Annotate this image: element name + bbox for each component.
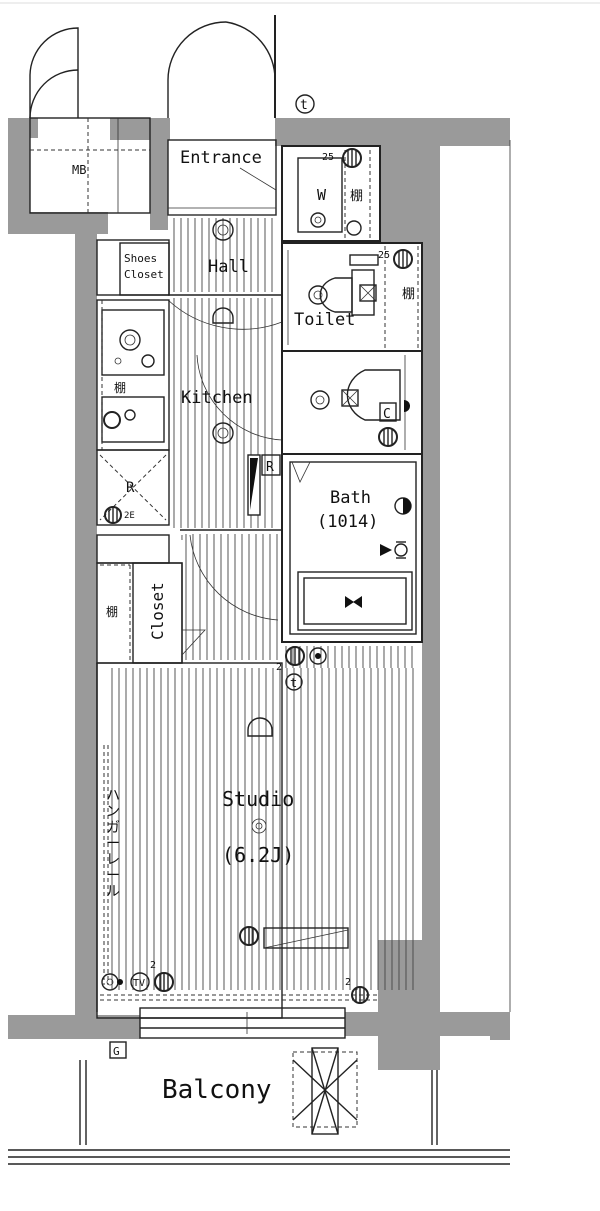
fridge-outlet-icon <box>104 506 122 524</box>
fridge-space-label: R <box>126 480 135 496</box>
num-2-c: 2 <box>345 977 351 988</box>
hanger-rail-char: レ <box>106 852 120 868</box>
kitchen-faucet-icon <box>103 411 121 429</box>
hall-light-icon <box>212 219 234 241</box>
shelf-toilet-label: 棚 <box>402 287 415 302</box>
evacuation-hatch-icon <box>292 1047 358 1135</box>
fridge-r-label: R <box>266 460 274 475</box>
studio-label: Studio <box>222 787 294 811</box>
shelf-kitchen-label: 棚 <box>114 380 126 395</box>
kitchen-light-icon <box>212 422 234 444</box>
toilet-outlet-icon <box>393 249 413 269</box>
studio-ceiling-light-icon <box>247 717 273 737</box>
entrance-label: Entrance <box>180 148 262 168</box>
fridge-box-icon <box>261 454 281 476</box>
shower-icon <box>380 541 408 559</box>
tv-outlet-group <box>101 972 174 992</box>
bath-label: Bath <box>330 488 371 508</box>
washer-label: W <box>317 186 327 204</box>
closet-label: Closet <box>148 582 167 640</box>
shoes-closet-label-1: Shoes <box>124 252 157 265</box>
t-studio-label: t <box>290 676 297 690</box>
hanger-rail-char: ー <box>106 868 120 884</box>
window <box>139 1007 346 1039</box>
walls <box>8 118 510 1070</box>
bath-size-label: (1014) <box>317 512 378 532</box>
faucet-icon <box>342 148 362 168</box>
t-marker-icon <box>295 94 315 114</box>
mb-doors <box>29 15 276 214</box>
studio-outlet-icon <box>285 646 305 666</box>
mb-label: MB <box>72 163 86 177</box>
c-box-icon <box>379 402 397 422</box>
num-2e: 2E <box>124 511 135 521</box>
g-box-label: G <box>113 1045 120 1058</box>
num-25-a: 25 <box>322 152 334 163</box>
shelf-wash-label: 棚 <box>350 189 363 204</box>
c-box-label: C <box>383 407 391 422</box>
num-25-b: 25 <box>378 250 390 261</box>
num-2-b: 2 <box>150 960 156 971</box>
basin-outlet-icon <box>378 427 398 447</box>
g-box-icon <box>109 1041 127 1059</box>
num-2-a: 2 <box>276 662 282 673</box>
studio-floor-hatch <box>111 646 414 990</box>
hanger-rail-char: ル <box>106 884 120 900</box>
studio-size-label: (6.2J) <box>222 843 294 867</box>
air-conditioner-icon <box>239 926 349 949</box>
hanger-rail-char: ガ <box>106 820 120 836</box>
hall-label: Hall <box>208 257 249 277</box>
tv-label: TV <box>133 978 145 989</box>
balcony-label: Balcony <box>162 1075 272 1105</box>
hanger-rail-char: ー <box>106 836 120 852</box>
corridor-floor-hatch <box>173 218 278 660</box>
hanger-rail-char: ン <box>106 804 120 820</box>
t-studio-icon <box>285 673 303 691</box>
t-marker-label: t <box>300 98 308 113</box>
shoes-closet-label-2: Closet <box>124 268 164 281</box>
shelf-closet-label: 棚 <box>106 604 118 619</box>
kitchen-label: Kitchen <box>181 388 253 408</box>
toilet-label: Toilet <box>294 310 355 330</box>
hanger-rail-char: ハ <box>106 788 120 804</box>
